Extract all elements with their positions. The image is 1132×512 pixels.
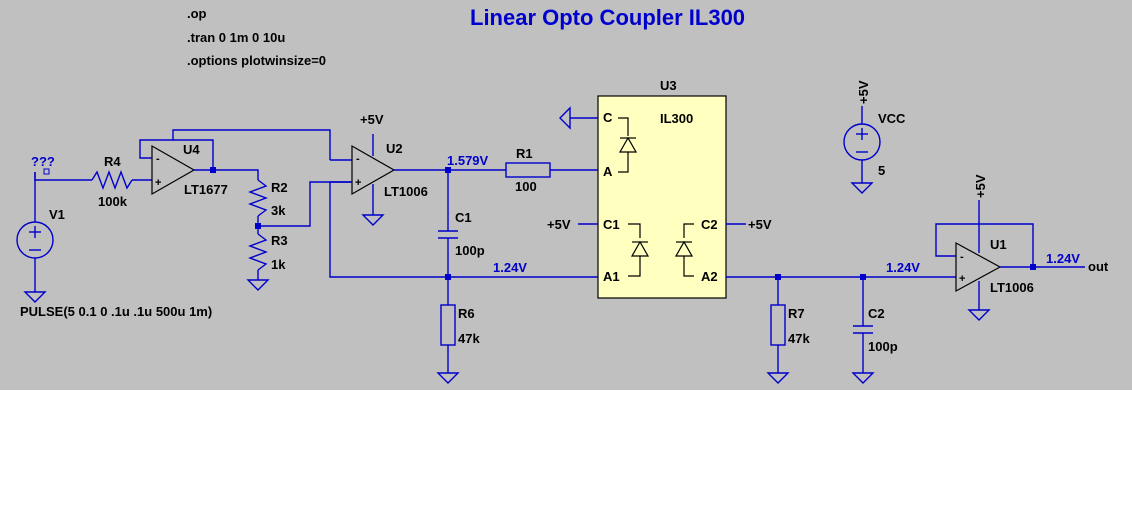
u1-ref: U1 bbox=[990, 237, 1007, 252]
net-label-n4: 1.24V bbox=[1046, 251, 1080, 266]
ground-icon bbox=[246, 279, 270, 291]
r6-value: 47k bbox=[458, 331, 480, 346]
u3-pd2-wire-top bbox=[683, 223, 694, 238]
net-label-n3: 1.24V bbox=[886, 260, 920, 275]
u1-supply: +5V bbox=[973, 174, 988, 198]
u3-pd1-wire-bottom bbox=[628, 256, 641, 277]
u3-pd1-wire-top bbox=[628, 223, 641, 238]
u4-triangle-icon bbox=[151, 144, 196, 196]
u1-value: LT1006 bbox=[990, 280, 1034, 295]
u3-pin-a1: A1 bbox=[603, 269, 620, 284]
wire-a1-net bbox=[329, 181, 598, 278]
vcc-supply: +5V bbox=[856, 80, 871, 104]
schematic-area bbox=[0, 0, 1132, 390]
u1-plus: + bbox=[959, 273, 965, 285]
u3-body bbox=[597, 95, 727, 299]
r7-ref: R7 bbox=[788, 306, 805, 321]
ground-icon bbox=[967, 309, 991, 321]
ground-icon bbox=[361, 214, 385, 226]
net-label-unknown: ??? bbox=[31, 154, 55, 169]
r1-value: 100 bbox=[515, 179, 537, 194]
v1-source[interactable] bbox=[16, 172, 54, 303]
r2-value: 3k bbox=[271, 203, 286, 218]
u4-value: LT1677 bbox=[184, 182, 228, 197]
c2-ref: C2 bbox=[868, 306, 885, 321]
u3-pin-a: A bbox=[603, 164, 613, 179]
vcc-value: 5 bbox=[878, 163, 885, 178]
r1-ref: R1 bbox=[516, 146, 533, 161]
u2-minus: - bbox=[356, 153, 360, 165]
u3-pin-c2: C2 bbox=[701, 217, 718, 232]
ground-icon bbox=[766, 372, 790, 384]
u3-pd2-wire-bottom bbox=[683, 256, 694, 277]
r2-ref: R2 bbox=[271, 180, 288, 195]
u3-il300[interactable]: C A C1 A1 C2 A2 bbox=[597, 95, 727, 299]
u3-value: IL300 bbox=[660, 111, 693, 126]
v1-ref: V1 bbox=[49, 207, 65, 222]
directive-op: .op bbox=[187, 6, 207, 21]
u3-c1-supply: +5V bbox=[547, 217, 571, 232]
r4-ref: R4 bbox=[104, 154, 121, 169]
u2-triangle-icon bbox=[351, 144, 396, 196]
net-flag-icon bbox=[43, 168, 50, 175]
r6-ref: R6 bbox=[458, 306, 475, 321]
u2-opamp[interactable]: - + bbox=[351, 144, 396, 196]
net-label-n1: 1.579V bbox=[447, 153, 489, 168]
u3-pin-a2: A2 bbox=[701, 269, 718, 284]
u4-ref: U4 bbox=[183, 142, 200, 157]
c1-value: 100p bbox=[455, 243, 485, 258]
ground-icon bbox=[851, 372, 875, 384]
r3-ref: R3 bbox=[271, 233, 288, 248]
u1-minus: - bbox=[960, 251, 964, 263]
ground-icon bbox=[436, 372, 460, 384]
ground-icon bbox=[23, 291, 47, 303]
directive-tran: .tran 0 1m 0 10u bbox=[187, 30, 285, 45]
r2-resistor-icon[interactable] bbox=[248, 179, 268, 217]
r4-value: 100k bbox=[98, 194, 128, 209]
directive-options: .options plotwinsize=0 bbox=[187, 53, 326, 68]
net-label-n2: 1.24V bbox=[493, 260, 527, 275]
u2-ref: U2 bbox=[386, 141, 403, 156]
u3-pin-c: C bbox=[603, 110, 613, 125]
node-dot bbox=[445, 274, 451, 280]
u3-led-wire-top bbox=[618, 117, 629, 136]
r3-resistor-icon[interactable] bbox=[248, 233, 268, 271]
wire-u4-out-feedback bbox=[173, 139, 214, 170]
schematic-background: .op .tran 0 1m 0 10u .options plotwinsiz… bbox=[0, 0, 1132, 390]
r4-resistor-icon[interactable] bbox=[91, 170, 133, 190]
c2-value: 100p bbox=[868, 339, 898, 354]
u4-minus: - bbox=[156, 153, 160, 165]
wire-v1-r4 bbox=[34, 172, 92, 181]
ground-icon bbox=[559, 106, 571, 130]
schematic-title: Linear Opto Coupler IL300 bbox=[470, 5, 745, 30]
u4-opamp[interactable]: - + bbox=[151, 144, 196, 196]
u1-triangle-icon bbox=[955, 241, 1002, 293]
ground-icon bbox=[850, 182, 874, 194]
u1-opamp[interactable]: - + bbox=[955, 241, 1002, 293]
u3-pin-c1: C1 bbox=[603, 217, 620, 232]
schematic-diagram: .op .tran 0 1m 0 10u .options plotwinsiz… bbox=[0, 0, 1132, 390]
u3-c2-supply: +5V bbox=[748, 217, 772, 232]
u3-led-wire-bottom bbox=[618, 152, 629, 173]
node-dot bbox=[210, 167, 216, 173]
vcc-ref: VCC bbox=[878, 111, 906, 126]
vcc-source[interactable] bbox=[843, 106, 881, 194]
v1-value: PULSE(5 0.1 0 .1u .1u 500u 1m) bbox=[20, 304, 212, 319]
u2-plus: + bbox=[355, 177, 361, 189]
u4-plus: + bbox=[155, 177, 161, 189]
node-dot bbox=[1030, 264, 1036, 270]
u2-value: LT1006 bbox=[384, 184, 428, 199]
u2-supply: +5V bbox=[360, 112, 384, 127]
c1-ref: C1 bbox=[455, 210, 472, 225]
net-label-out: out bbox=[1088, 259, 1109, 274]
r3-value: 1k bbox=[271, 257, 286, 272]
u3-ref: U3 bbox=[660, 78, 677, 93]
wire-u1-feedback bbox=[935, 223, 1034, 267]
r7-value: 47k bbox=[788, 331, 810, 346]
